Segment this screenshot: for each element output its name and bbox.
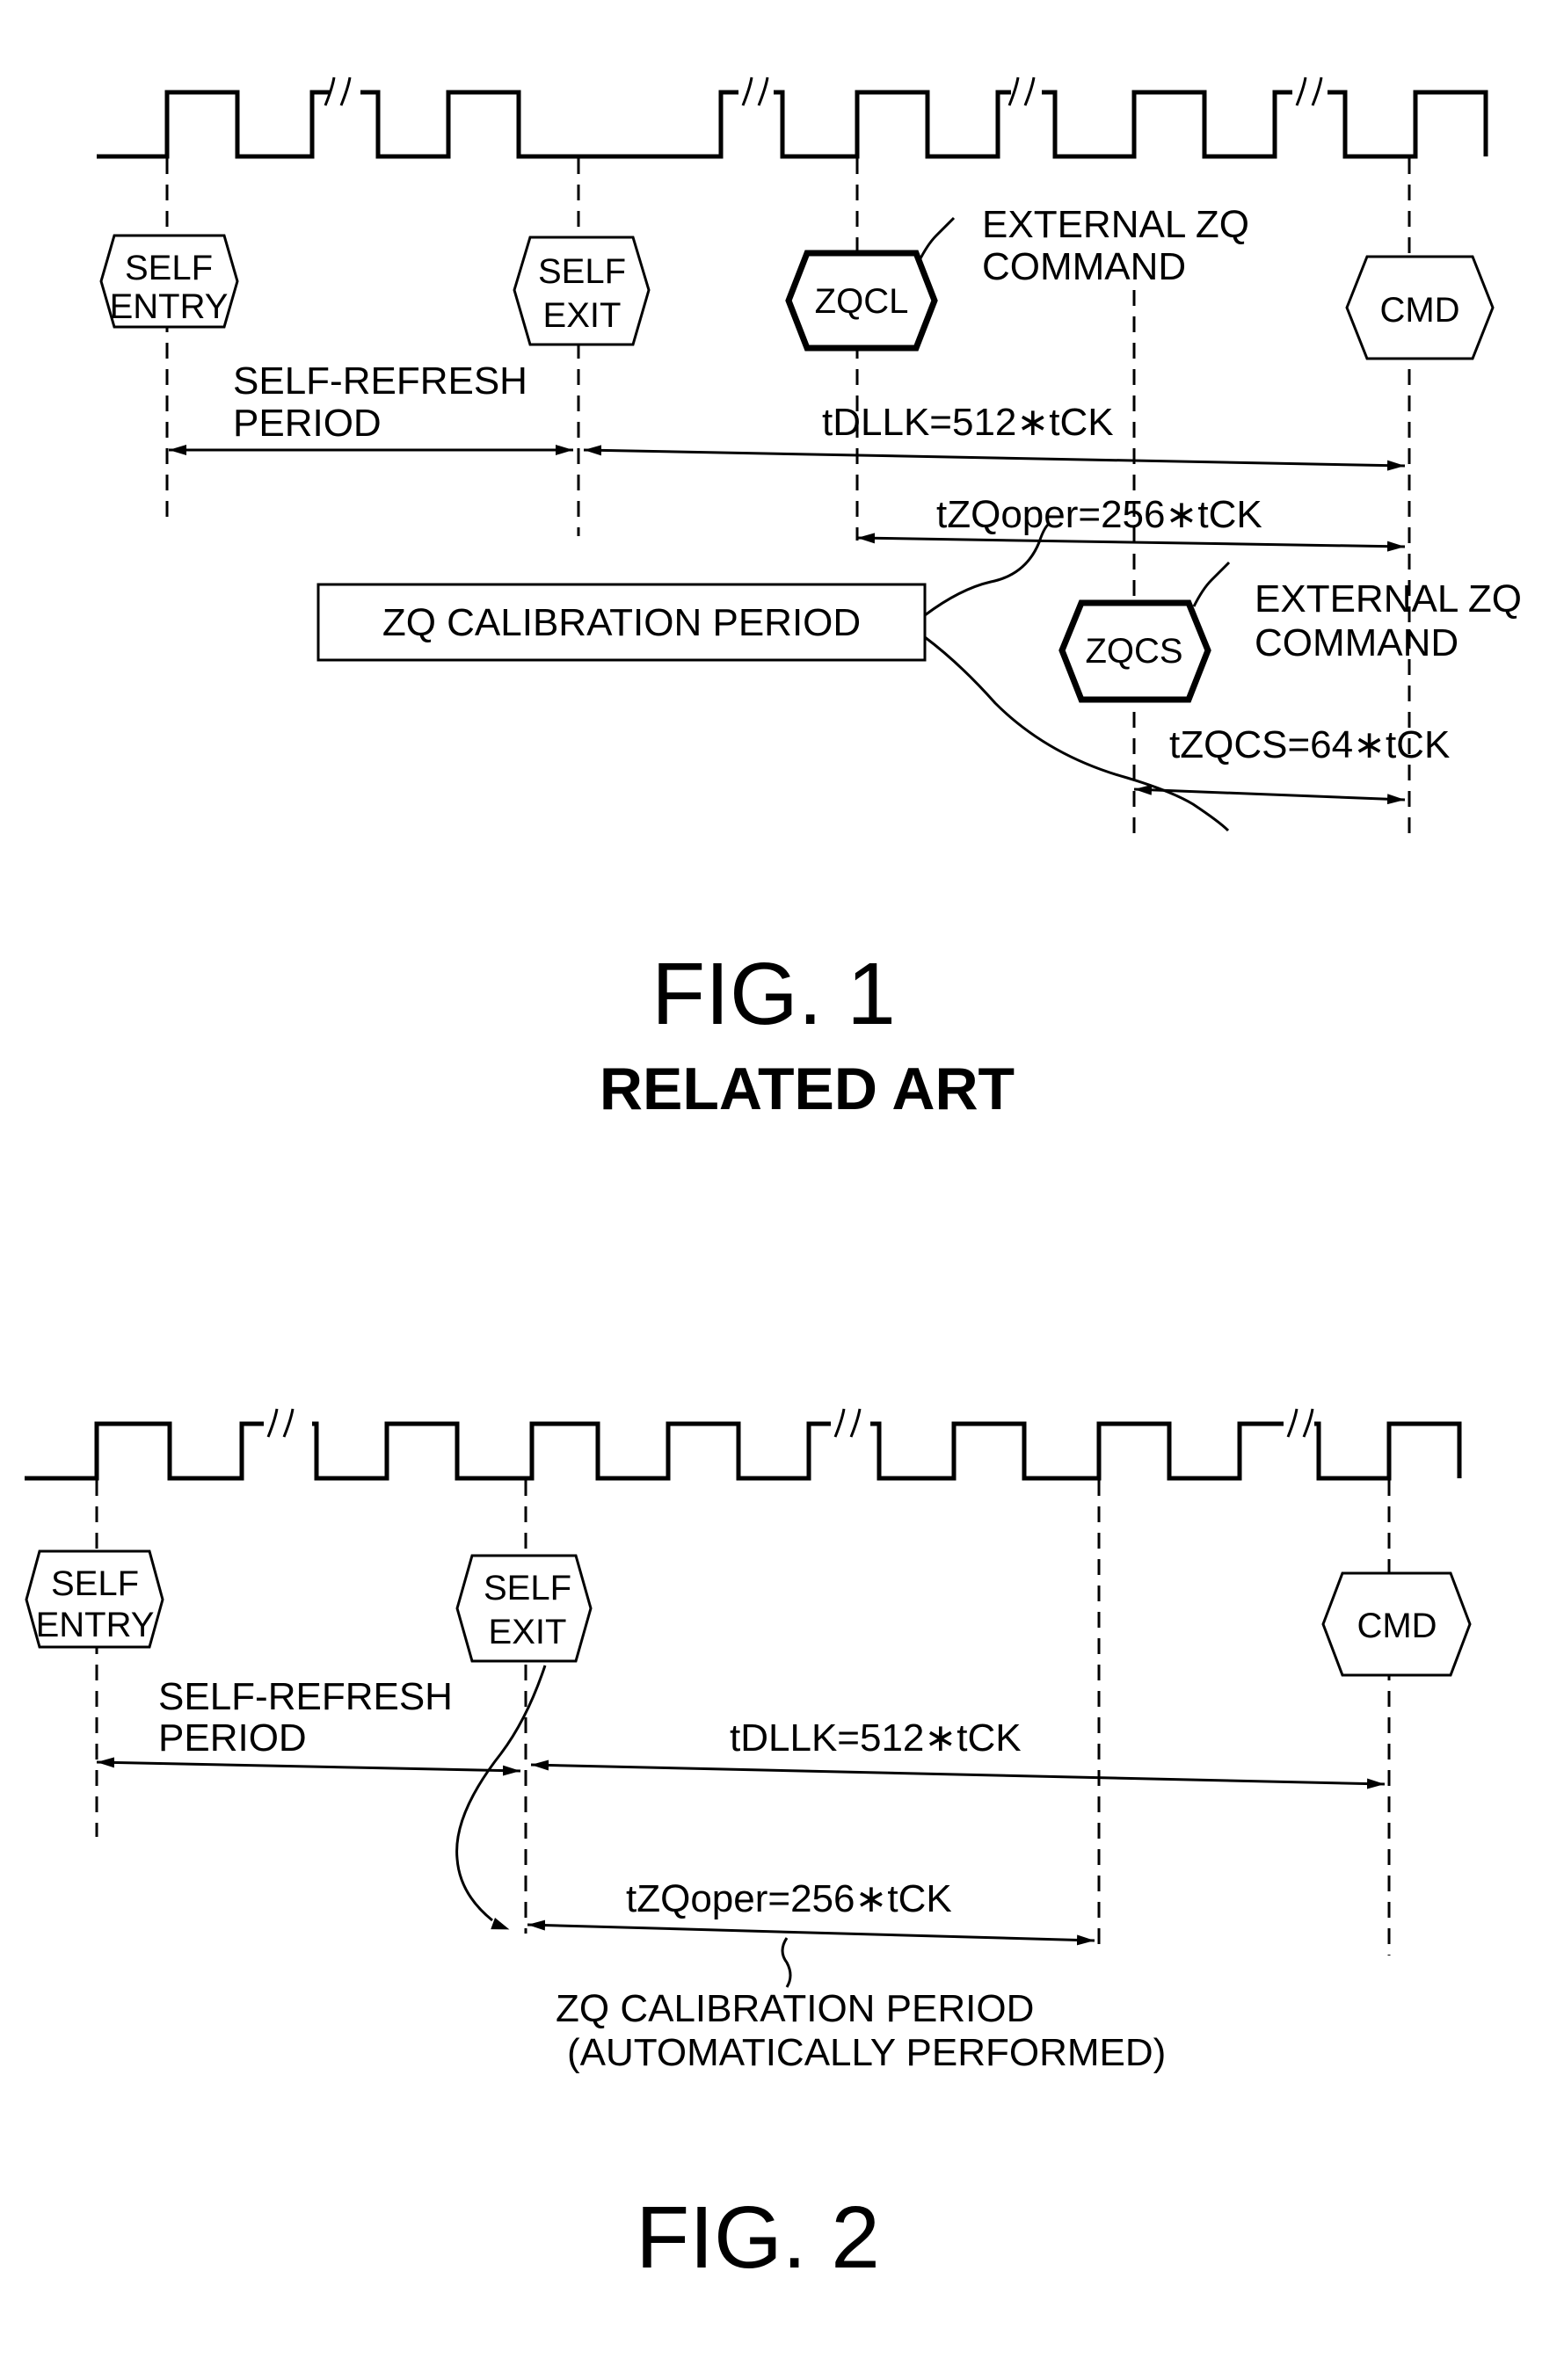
fig1-tdllk-arrow [584,450,1405,466]
fig1-external-zq-leader-2 [1194,562,1229,606]
fig1-clock-seg-c [585,92,738,156]
fig1-clock-seg-f [1328,92,1486,156]
fig1-clock-seg-b [360,92,585,156]
fig2-tzqoper-arrow [527,1925,1095,1941]
fig1-self-entry-line1: SELF [125,249,213,287]
fig1-external-zq-leader-1 [919,218,954,262]
fig2-self-exit-line1: SELF [484,1569,571,1607]
fig2-zq-calibration-leader [782,1938,790,1987]
fig1-tzqoper-arrow [857,538,1405,547]
fig2-tdllk-arrow [531,1765,1385,1784]
fig2-self-refresh-arrow [97,1762,520,1771]
fig1-self-refresh-line2: PERIOD [233,402,382,445]
fig2-zq-calibration-line1: ZQ CALIBRATION PERIOD [556,1987,1034,2030]
fig1-external-zq-2-line1: EXTERNAL ZQ [1255,577,1522,620]
fig1-zqcs-label: ZQCS [1085,632,1182,671]
fig2-self-entry-line2: ENTRY [36,1606,155,1644]
fig2-self-refresh-line1: SELF-REFRESH [158,1675,453,1718]
fig1-zqcl-label: ZQCL [815,282,909,321]
fig1-subcaption: RELATED ART [600,1056,1015,1122]
fig1-self-refresh-line1: SELF-REFRESH [233,359,527,403]
fig1-self-exit-line2: EXIT [543,296,622,335]
fig2-self-entry-line1: SELF [51,1564,139,1603]
fig1-external-zq-2-line2: COMMAND [1255,621,1459,664]
fig1-diagram: SELF ENTRY SELF EXIT ZQCL CMD ZQCS EXTER… [97,77,1522,1122]
fig1-external-zq-1-line1: EXTERNAL ZQ [982,203,1249,246]
fig2-self-exit-to-zq-curve [457,1665,545,1920]
fig2-diagram: SELF ENTRY SELF EXIT CMD SELF-REFRESH PE… [25,1409,1470,2287]
fig2-tdllk-label: tDLLK=512∗tCK [730,1716,1022,1760]
fig1-cmd-label: CMD [1379,291,1459,330]
fig2-clock-seg-a [25,1424,264,1478]
fig2-clock-seg-b [312,1424,831,1478]
fig1-clock-seg-d [774,92,1011,156]
fig1-clock-seg-a [97,92,330,156]
fig2-zq-calibration-line2: (AUTOMATICALLY PERFORMED) [567,2031,1166,2074]
fig2-clock-seg-c [870,1424,1284,1478]
fig2-self-exit-line2: EXIT [489,1613,567,1651]
fig1-zq-calibration-label: ZQ CALIBRATION PERIOD [382,601,861,644]
fig1-self-exit-line1: SELF [538,252,626,291]
fig1-tzqcs-label: tZQCS=64∗tCK [1169,723,1450,766]
fig1-external-zq-1-line2: COMMAND [982,245,1186,288]
fig2-curve-arrowhead [491,1918,512,1935]
fig1-self-entry-line2: ENTRY [110,287,229,326]
fig2-clock-seg-d [1314,1424,1459,1478]
fig2-caption: FIG. 2 [636,2188,880,2287]
fig1-tdllk-label: tDLLK=512∗tCK [822,401,1114,444]
fig1-tzqoper-label: tZQoper=256∗tCK [936,493,1262,536]
fig1-clock-seg-e [1042,92,1292,156]
fig1-caption: FIG. 1 [651,945,896,1043]
fig2-cmd-label: CMD [1357,1607,1437,1645]
fig2-self-refresh-line2: PERIOD [158,1716,307,1760]
fig2-tzqoper-label: tZQoper=256∗tCK [626,1877,952,1920]
